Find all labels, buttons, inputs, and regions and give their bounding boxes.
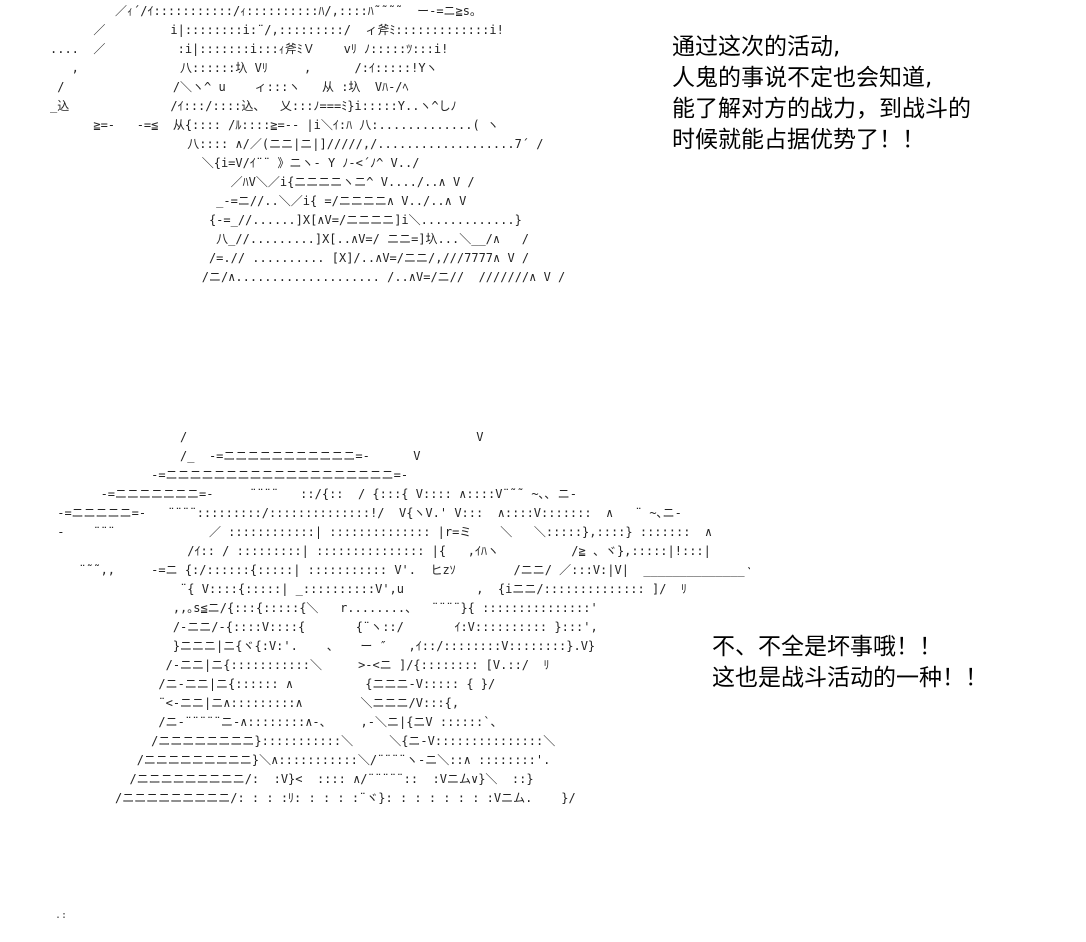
- dialogue-top: 通过这次的活动, 人鬼的事说不定也会知道, 能了解对方的战力，到战斗的 时候就能…: [672, 32, 971, 156]
- dialogue-top-line: 通过这次的活动,: [672, 34, 841, 60]
- dialogue-bottom-line: 不、不全是坏事哦！！: [712, 634, 942, 660]
- ascii-art-character-top: ／ｨ´/ｲ:::::::::::/ｨ::::::::::ﾊ/,::::ﾊ˜˜˜˜…: [50, 4, 566, 284]
- ascii-art-character-bottom: / V /_ -=ニニニニニニニニニニニ=- V -=ニニニニニニニニニニニニニ…: [57, 430, 750, 805]
- dialogue-bottom: 不、不全是坏事哦！！ 这也是战斗活动的一种！！: [712, 632, 988, 694]
- dialogue-top-line: 时候就能占据优势了！！: [672, 127, 925, 153]
- dialogue-bottom-line: 这也是战斗活动的一种！！: [712, 665, 988, 691]
- dialogue-top-line: 人鬼的事说不定也会知道,: [672, 65, 933, 91]
- footer-mark: .:: [55, 910, 68, 921]
- dialogue-top-line: 能了解对方的战力，到战斗的: [672, 96, 971, 122]
